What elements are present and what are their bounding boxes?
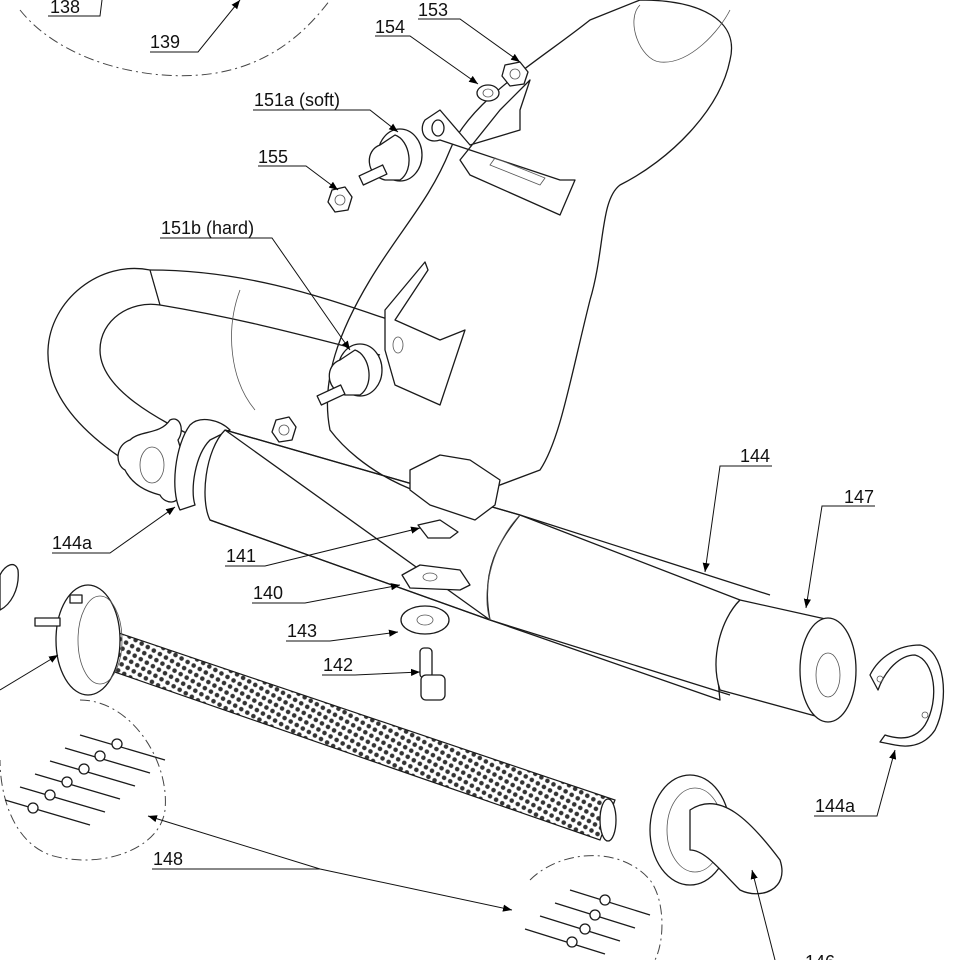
callout-139: 139 (150, 32, 180, 52)
clamp-144a-left (174, 418, 231, 511)
callout-143: 143 (287, 621, 317, 641)
callout-151b: 151b (hard) (161, 218, 254, 238)
bracket-hole (431, 119, 445, 137)
washer-154 (476, 84, 500, 102)
detail-circle-left (0, 699, 166, 861)
rivets-left (4, 734, 166, 826)
nut-155 (327, 186, 353, 213)
callout-146: 146 (805, 952, 835, 960)
tab-140 (401, 564, 471, 591)
flange-fragment (0, 563, 19, 611)
upper-bracket (421, 79, 576, 216)
callout-154: 154 (375, 17, 405, 37)
callout-153: 153 (418, 0, 448, 20)
callout-144a-left: 144a (52, 533, 93, 553)
callout-148: 148 (153, 849, 183, 869)
core-end-plate (34, 584, 123, 696)
clamp-144a-right (869, 644, 945, 747)
rubber-mount-hard (316, 343, 383, 406)
callout-144a-right: 144a (815, 796, 856, 816)
bolt-142 (419, 647, 446, 701)
rubber-mount-soft (358, 128, 423, 186)
mid-bracket (384, 261, 466, 406)
callout-142: 142 (323, 655, 353, 675)
outlet-nozzle (649, 774, 783, 895)
silencer-bracket (409, 454, 501, 521)
callout-151a: 151a (soft) (254, 90, 340, 110)
nut-mid (271, 416, 297, 443)
callout-140: 140 (253, 583, 283, 603)
callout-141: 141 (226, 546, 256, 566)
rivets-right (524, 889, 651, 955)
tab-141 (417, 519, 459, 539)
callout-138: 138 (50, 0, 80, 17)
detail-circle-top (19, 0, 331, 77)
expansion-chamber (47, 0, 733, 501)
callout-155: 155 (258, 147, 288, 167)
leader-lines (0, 0, 897, 960)
callout-144: 144 (740, 446, 770, 466)
washer-143 (400, 605, 450, 635)
end-cap (715, 599, 857, 723)
callout-147: 147 (844, 487, 874, 507)
detail-circle-right (529, 855, 663, 960)
nut-153 (501, 61, 529, 87)
